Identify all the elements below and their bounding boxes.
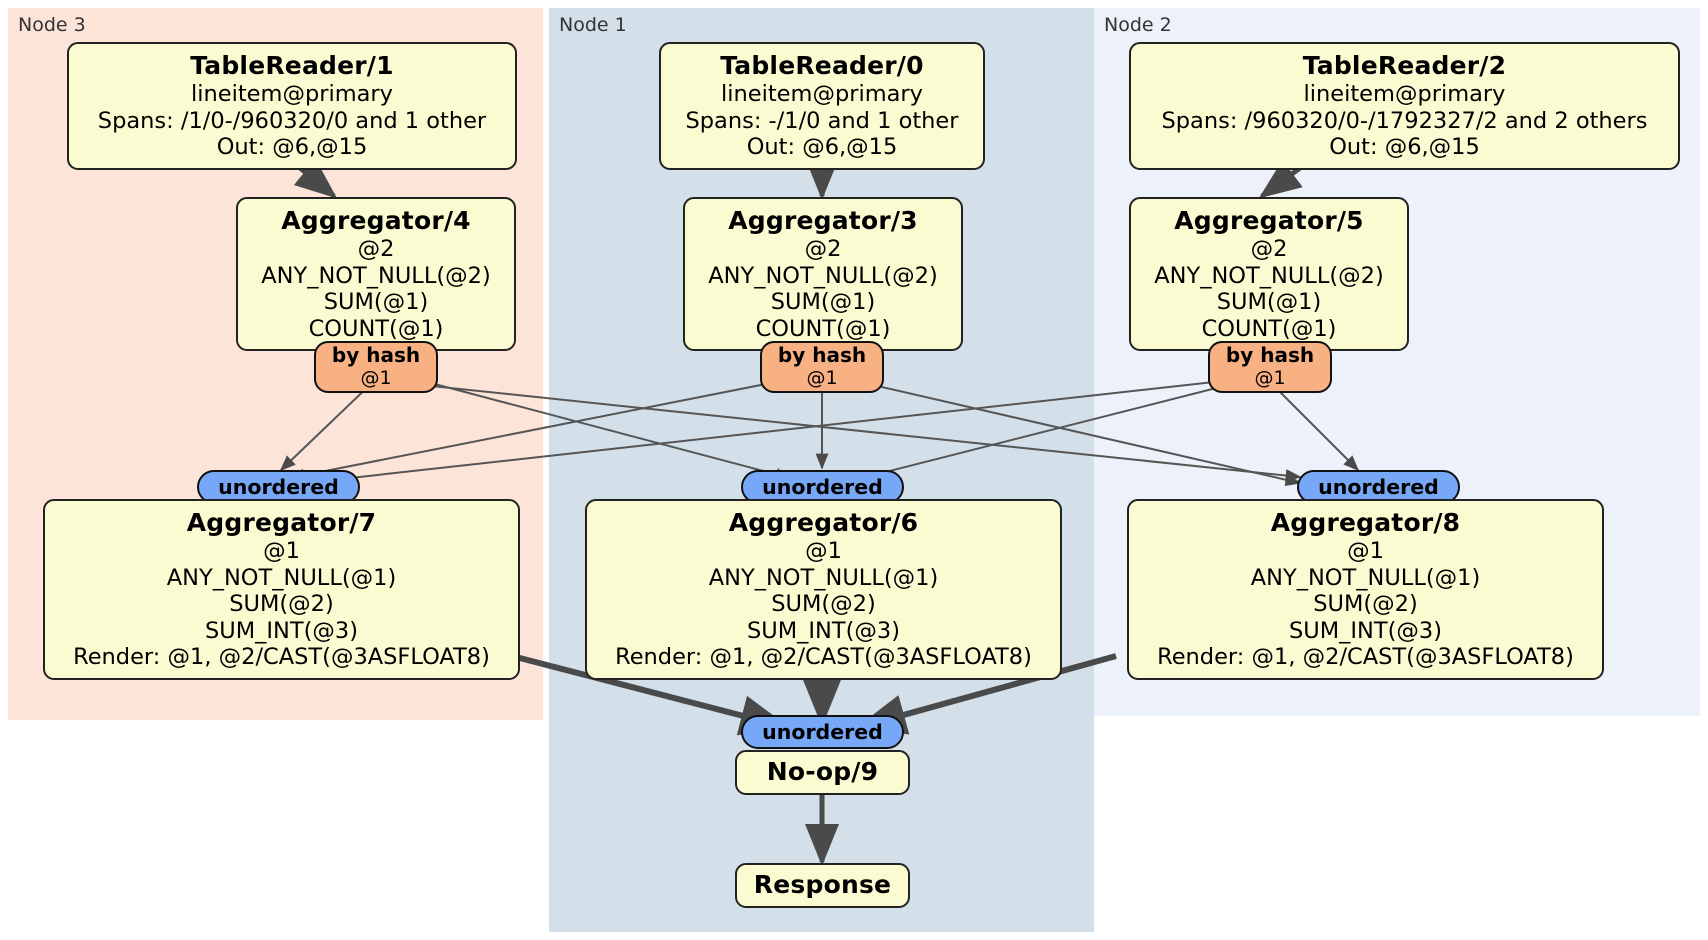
processor-line: ANY_NOT_NULL(@1)	[708, 564, 939, 591]
processor-title: TableReader/0	[720, 51, 924, 80]
processor-aggregator-6[interactable]: Aggregator/6 @1 ANY_NOT_NULL(@1) SUM(@2)…	[585, 499, 1062, 680]
processor-aggregator-8[interactable]: Aggregator/8 @1 ANY_NOT_NULL(@1) SUM(@2)…	[1127, 499, 1604, 680]
processor-line: Render: @1, @2/CAST(@3ASFLOAT8)	[1157, 644, 1574, 670]
processor-line: lineitem@primary	[191, 81, 393, 107]
router-label: by hash	[331, 343, 421, 367]
processor-line: @2	[1250, 236, 1288, 262]
node-label-node-3: Node 3	[18, 14, 86, 36]
processor-title: Aggregator/4	[281, 206, 471, 235]
router-by-hash-center[interactable]: by hash @1	[760, 341, 884, 393]
node-label-node-2: Node 2	[1104, 14, 1172, 36]
processor-line: ANY_NOT_NULL(@2)	[708, 262, 938, 289]
processor-line: Out: @6,@15	[216, 134, 368, 160]
processor-line: SUM_INT(@3)	[747, 617, 900, 644]
processor-line: SUM(@1)	[323, 289, 429, 315]
processor-line: Spans: /960320/0-/1792327/2 and 2 others	[1161, 107, 1648, 134]
router-label: by hash	[1225, 343, 1315, 367]
processor-title: TableReader/1	[190, 51, 394, 80]
processor-title: Aggregator/8	[1270, 508, 1461, 537]
processor-title: Aggregator/3	[728, 206, 918, 235]
processor-title: Aggregator/5	[1174, 206, 1364, 235]
processor-line: COUNT(@1)	[308, 315, 444, 342]
router-by-hash-right[interactable]: by hash @1	[1208, 341, 1332, 393]
processor-line: SUM_INT(@3)	[1289, 617, 1442, 644]
stream-unordered-final[interactable]: unordered	[741, 715, 904, 749]
processor-line: lineitem@primary	[721, 81, 923, 107]
processor-line: @2	[357, 236, 395, 262]
processor-line: ANY_NOT_NULL(@1)	[1250, 564, 1481, 591]
processor-line: ANY_NOT_NULL(@2)	[261, 262, 491, 289]
processor-line: Render: @1, @2/CAST(@3ASFLOAT8)	[615, 644, 1032, 670]
processor-line: SUM_INT(@3)	[205, 617, 358, 644]
processor-table-reader-2[interactable]: TableReader/2 lineitem@primary Spans: /9…	[1129, 42, 1680, 170]
node-label-node-1: Node 1	[559, 14, 627, 36]
processor-table-reader-1[interactable]: TableReader/1 lineitem@primary Spans: /1…	[67, 42, 517, 170]
processor-line: Spans: /1/0-/960320/0 and 1 other	[97, 107, 487, 134]
processor-line: Spans: -/1/0 and 1 other	[685, 107, 959, 134]
stream-unordered-right[interactable]: unordered	[1297, 470, 1460, 504]
router-column: @1	[1254, 367, 1286, 389]
router-column: @1	[360, 367, 392, 389]
processor-line: COUNT(@1)	[755, 315, 891, 342]
processor-title: Response	[753, 870, 892, 899]
processor-line: @1	[1347, 538, 1384, 564]
processor-title: Aggregator/7	[186, 508, 377, 537]
processor-line: @1	[805, 538, 842, 564]
processor-table-reader-0[interactable]: TableReader/0 lineitem@primary Spans: -/…	[659, 42, 985, 170]
processor-title: TableReader/2	[1302, 51, 1507, 80]
stream-label: unordered	[218, 475, 339, 499]
processor-line: Render: @1, @2/CAST(@3ASFLOAT8)	[73, 644, 490, 670]
processor-aggregator-5[interactable]: Aggregator/5 @2 ANY_NOT_NULL(@2) SUM(@1)…	[1129, 197, 1409, 351]
processor-response[interactable]: Response	[735, 863, 910, 908]
processor-line: SUM(@2)	[1313, 591, 1418, 617]
processor-line: ANY_NOT_NULL(@2)	[1154, 262, 1384, 289]
stream-label: unordered	[762, 720, 883, 744]
processor-line: @2	[804, 236, 842, 262]
processor-title: Aggregator/6	[728, 508, 919, 537]
processor-line: Out: @6,@15	[746, 134, 898, 160]
processor-line: SUM(@2)	[229, 591, 334, 617]
processor-line: @1	[263, 538, 300, 564]
stream-unordered-left[interactable]: unordered	[197, 470, 360, 504]
processor-aggregator-4[interactable]: Aggregator/4 @2 ANY_NOT_NULL(@2) SUM(@1)…	[236, 197, 516, 351]
processor-aggregator-3[interactable]: Aggregator/3 @2 ANY_NOT_NULL(@2) SUM(@1)…	[683, 197, 963, 351]
router-label: by hash	[777, 343, 867, 367]
router-column: @1	[806, 367, 838, 389]
processor-title: No-op/9	[766, 757, 879, 786]
processor-no-op-9[interactable]: No-op/9	[735, 750, 910, 795]
processor-line: SUM(@2)	[771, 591, 876, 617]
processor-line: Out: @6,@15	[1329, 134, 1480, 160]
processor-line: SUM(@1)	[770, 289, 876, 315]
stream-label: unordered	[762, 475, 883, 499]
processor-line: ANY_NOT_NULL(@1)	[166, 564, 397, 591]
processor-line: lineitem@primary	[1303, 81, 1506, 107]
processor-aggregator-7[interactable]: Aggregator/7 @1 ANY_NOT_NULL(@1) SUM(@2)…	[43, 499, 520, 680]
router-by-hash-left[interactable]: by hash @1	[314, 341, 438, 393]
stream-label: unordered	[1318, 475, 1439, 499]
processor-line: SUM(@1)	[1216, 289, 1322, 315]
processor-line: COUNT(@1)	[1201, 315, 1337, 342]
